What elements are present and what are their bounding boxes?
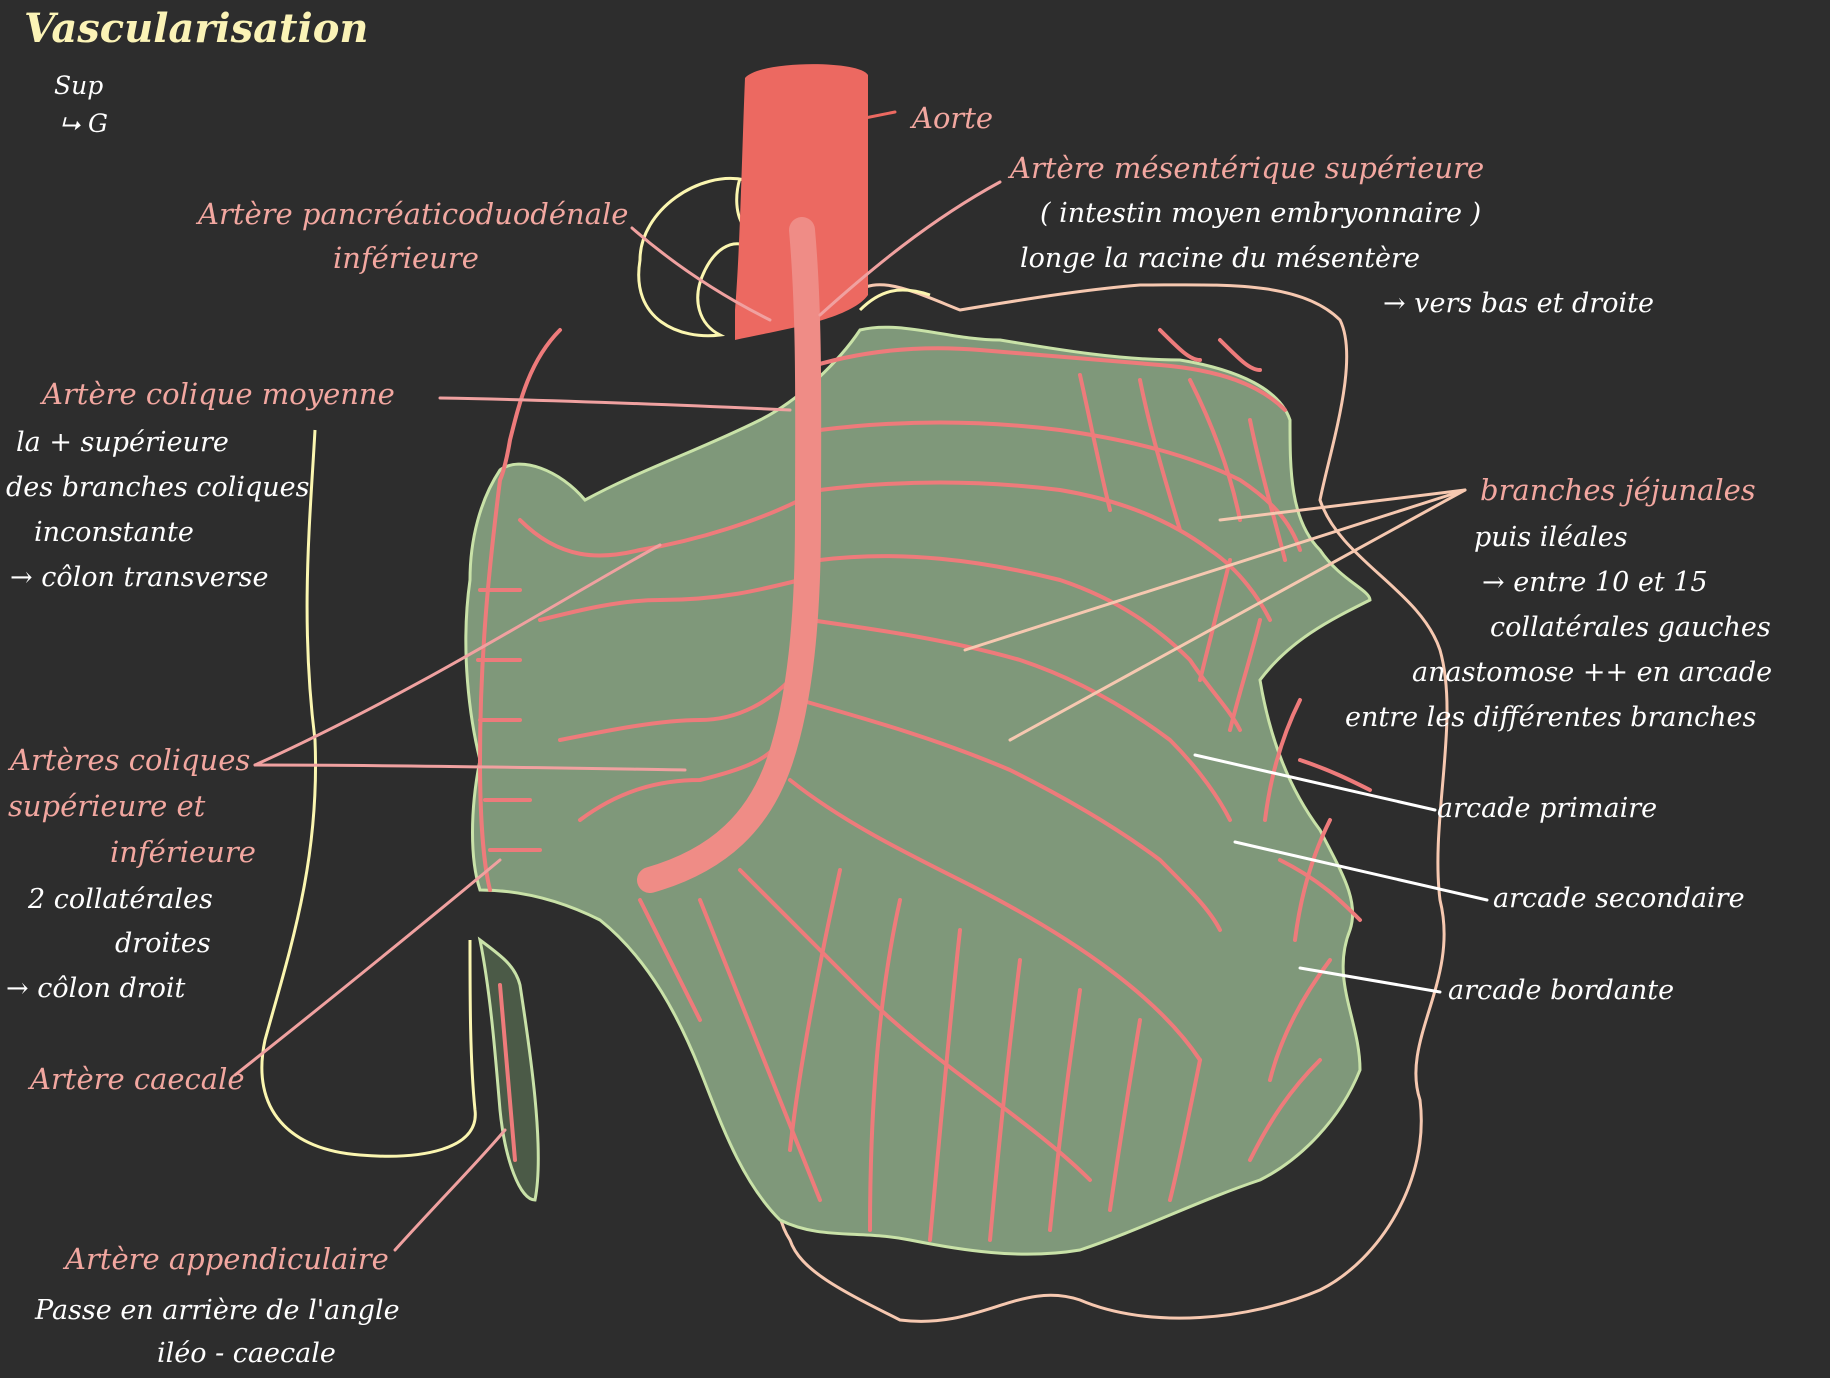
label-jejunales-4: anastomose ++ en arcade <box>1412 657 1773 688</box>
label-coliques-3: → côlon droit <box>6 973 186 1004</box>
label-caecale: Artère caecale <box>30 1062 245 1096</box>
label-coliques-1: 2 collatérales <box>28 884 213 915</box>
label-ams-title: Artère mésentérique supérieure <box>1010 151 1485 185</box>
label-colique-moyenne-1: la + supérieure <box>16 427 229 458</box>
label-jejunales-5: entre les différentes branches <box>1345 702 1757 733</box>
mesentery-outline <box>758 283 1449 1323</box>
vessel-network <box>476 328 1372 1242</box>
label-coliques-2: droites <box>115 928 211 959</box>
label-jejunales-3: collatérales gauches <box>1490 612 1771 643</box>
label-coliques-title-1: Artères coliques <box>10 743 251 777</box>
label-jejunales-1: puis iléales <box>1474 522 1628 553</box>
leader-lines <box>233 110 1489 1252</box>
label-pancreaticoduodenale-2: inférieure <box>333 241 479 275</box>
label-jejunales-title: branches jéjunales <box>1480 473 1756 507</box>
mesocolon-outline <box>260 177 931 1158</box>
label-appendiculaire-1: Passe en arrière de l'angle <box>35 1295 400 1326</box>
small-intestine <box>464 325 1372 1256</box>
label-arcade-primaire: arcade primaire <box>1437 793 1658 824</box>
label-colique-moyenne-3: inconstante <box>34 517 194 548</box>
label-arcade-bordante: arcade bordante <box>1448 975 1675 1006</box>
label-aorte: Aorte <box>912 101 994 135</box>
label-appendiculaire-2: iléo - caecale <box>157 1338 336 1369</box>
aorta <box>735 64 868 340</box>
label-coliques-title-2: supérieure et <box>8 789 206 823</box>
label-jejunales-2: → entre 10 et 15 <box>1482 567 1708 598</box>
label-coliques-title-3: inférieure <box>110 835 256 869</box>
label-colique-moyenne-title: Artère colique moyenne <box>42 377 395 411</box>
label-ams-line1: ( intestin moyen embryonnaire ) <box>1040 198 1482 229</box>
label-ams-line2: longe la racine du mésentère <box>1020 243 1420 274</box>
label-pancreaticoduodenale-1: Artère pancréaticoduodénale <box>198 197 629 231</box>
page-title: Vascularisation <box>24 5 369 52</box>
label-colique-moyenne-4: → côlon transverse <box>10 562 269 593</box>
orientation-left-arrow: ⮡ G <box>60 109 108 138</box>
label-ams-line3: → vers bas et droite <box>1383 288 1654 319</box>
orientation-sup: Sup <box>54 71 104 100</box>
label-appendiculaire: Artère appendiculaire <box>65 1242 389 1276</box>
superior-mesenteric-artery <box>637 217 822 893</box>
label-colique-moyenne-2: des branches coliques <box>6 472 310 503</box>
label-arcade-secondaire: arcade secondaire <box>1493 883 1745 914</box>
